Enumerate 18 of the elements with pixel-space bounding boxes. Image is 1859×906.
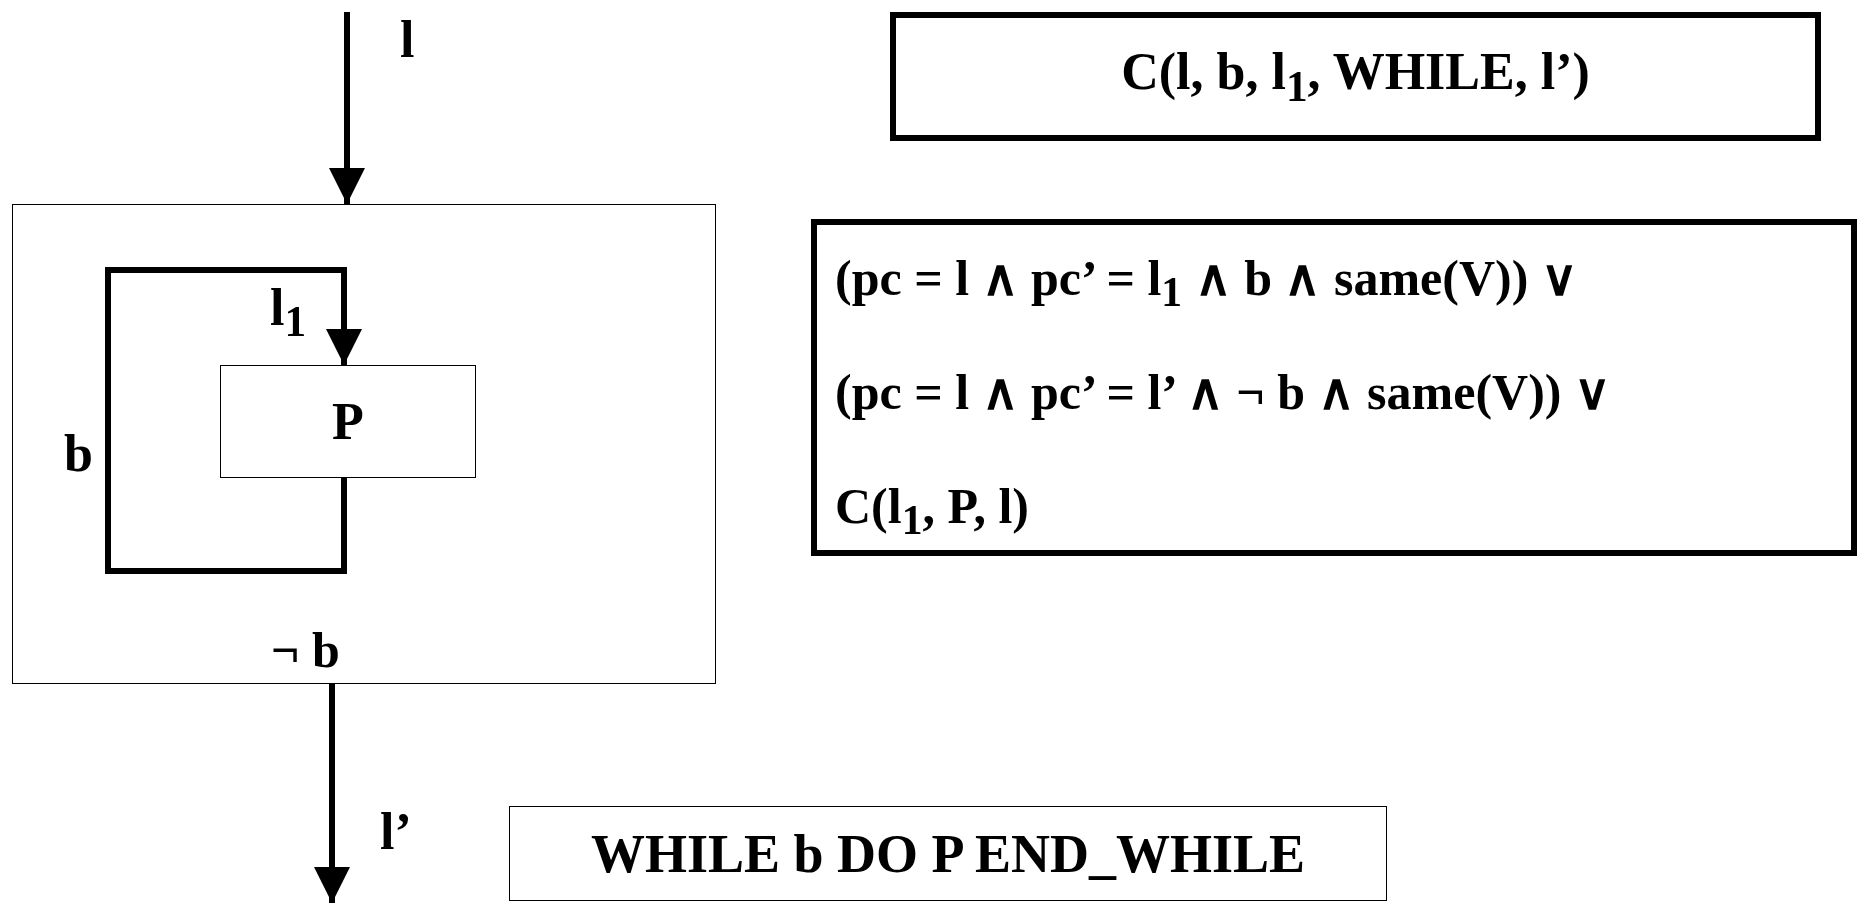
loop-arrow [105, 267, 362, 574]
process-text: P [332, 395, 364, 448]
edge-label: l’ [380, 806, 412, 858]
label-text: l$_{1}$ [270, 282, 307, 344]
edge-label: b [64, 428, 93, 480]
condition-text: ¬ b [271, 625, 340, 675]
arrow [329, 12, 365, 204]
edge-label: l [400, 14, 415, 66]
arrow [314, 684, 350, 903]
process-box [220, 365, 476, 478]
formula-text: C(l, b, l$_{1}$, WHILE, l’) [1121, 45, 1590, 108]
loop-box [12, 204, 716, 684]
formula-text: C(l$_{1}$, P, l) [835, 481, 1029, 542]
formula-text: (pc = l ∧ pc’ = l$_{1}$ ∧ b ∧ same(V)) ∨ [835, 253, 1578, 314]
formula-box [890, 12, 1821, 141]
code-box [509, 806, 1387, 901]
code-text: WHILE b DO P END_WHILE [590, 826, 1306, 881]
formula-box [811, 219, 1857, 556]
